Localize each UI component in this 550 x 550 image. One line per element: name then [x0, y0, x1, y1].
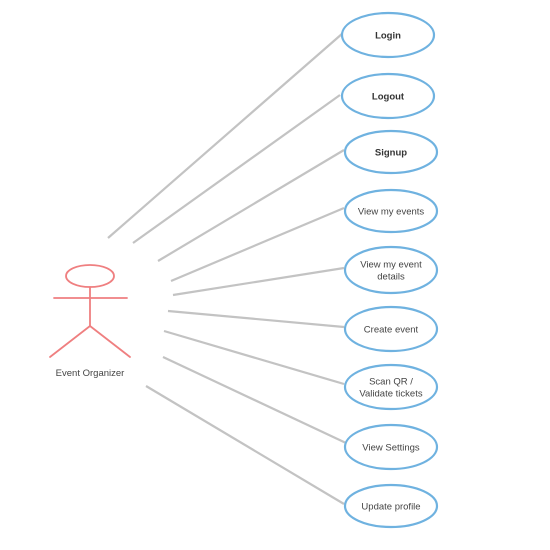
use-case-label: View my events	[358, 207, 425, 218]
association-line-2	[132, 94, 341, 244]
association-line-9	[145, 385, 345, 505]
use-case-8: View Settings	[343, 423, 439, 471]
actor-left-leg	[49, 325, 91, 358]
association-line-5	[172, 266, 345, 297]
association-line-1	[107, 32, 344, 239]
use-case-label: Login	[375, 31, 401, 42]
actor-name-label: Event Organizer	[56, 368, 125, 379]
use-case-ellipse	[343, 188, 439, 234]
association-line-7	[163, 329, 345, 386]
use-case-2: Logout	[340, 72, 436, 120]
use-case-9: Update profile	[343, 483, 439, 529]
use-case-label: Validate tickets	[359, 389, 422, 400]
use-case-3: Signup	[343, 129, 439, 175]
use-case-ellipse	[343, 305, 439, 353]
use-case-label: Create event	[364, 325, 419, 336]
use-case-4: View my events	[343, 188, 439, 234]
use-case-ellipse	[343, 423, 439, 471]
actor-right-leg	[89, 325, 131, 358]
use-case-ellipse	[343, 483, 439, 529]
use-case-ellipse	[343, 245, 439, 295]
association-line-4	[170, 206, 345, 283]
association-line-3	[157, 149, 345, 262]
use-case-label: Signup	[375, 148, 407, 159]
use-case-label: details	[377, 272, 405, 283]
use-case-1: Login	[340, 11, 436, 59]
use-case-ellipse	[343, 363, 439, 411]
actor-event-organizer: Event Organizer	[49, 264, 131, 379]
use-case-6: Create event	[343, 305, 439, 353]
actor-head	[65, 264, 115, 288]
use-case-label: Logout	[372, 92, 405, 103]
use-case-ellipse	[343, 129, 439, 175]
association-line-6	[167, 309, 345, 329]
use-case-7: Scan QR /Validate tickets	[343, 363, 439, 411]
use-case-label: View Settings	[362, 443, 420, 454]
association-line-8	[162, 356, 347, 444]
use-case-label: Scan QR /	[369, 377, 413, 388]
use-case-ellipse	[340, 11, 436, 59]
use-case-label: View my event	[360, 260, 422, 271]
use-case-label: Update profile	[361, 502, 420, 513]
association-lines	[107, 32, 347, 505]
use-case-ellipse	[340, 72, 436, 120]
